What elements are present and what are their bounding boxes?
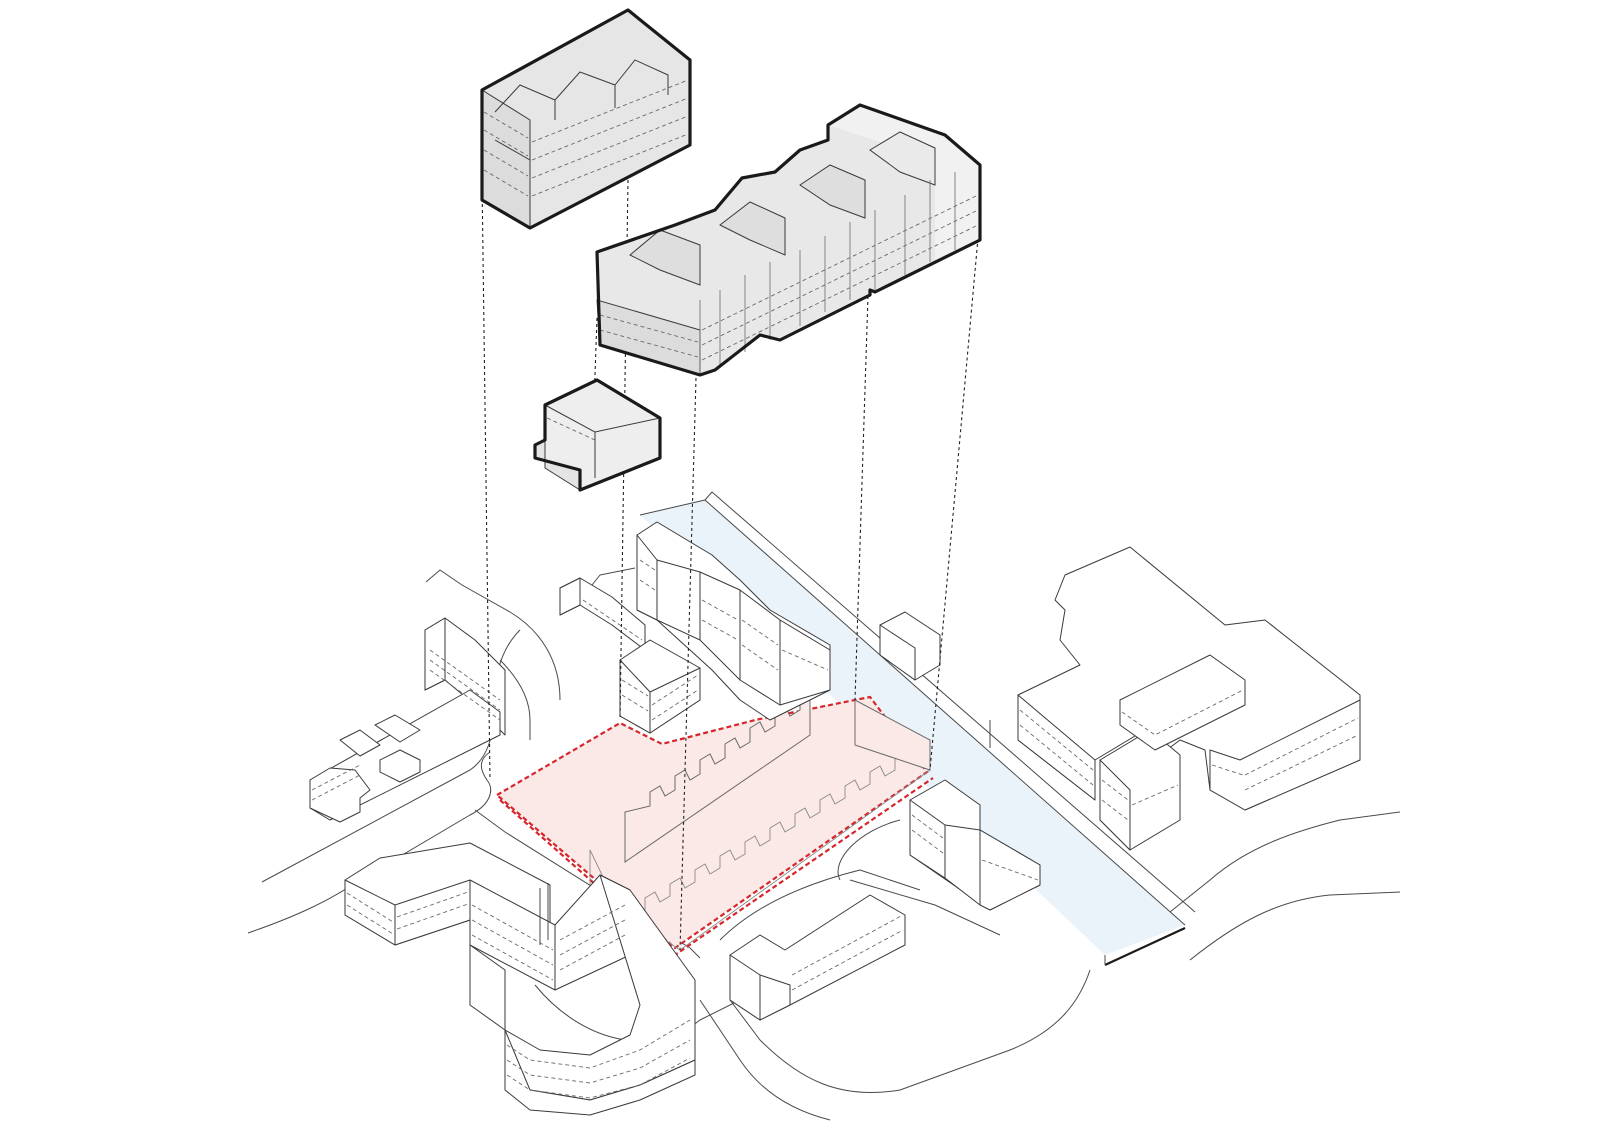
context-building-west-curve [309, 617, 506, 823]
context-building-east-large [1017, 546, 1361, 851]
context-building-courtyard [344, 842, 696, 1116]
context-buildings [309, 521, 1361, 1116]
context-building-southeast [729, 779, 1041, 1021]
context-building-small-east [879, 611, 941, 681]
exploded-massing-north-block [480, 8, 692, 230]
context-building-row-canal [636, 521, 831, 721]
exploded-massing-small-block [533, 378, 662, 492]
exploded-massing-long-block [595, 103, 982, 377]
context-building-small-west [559, 577, 701, 734]
